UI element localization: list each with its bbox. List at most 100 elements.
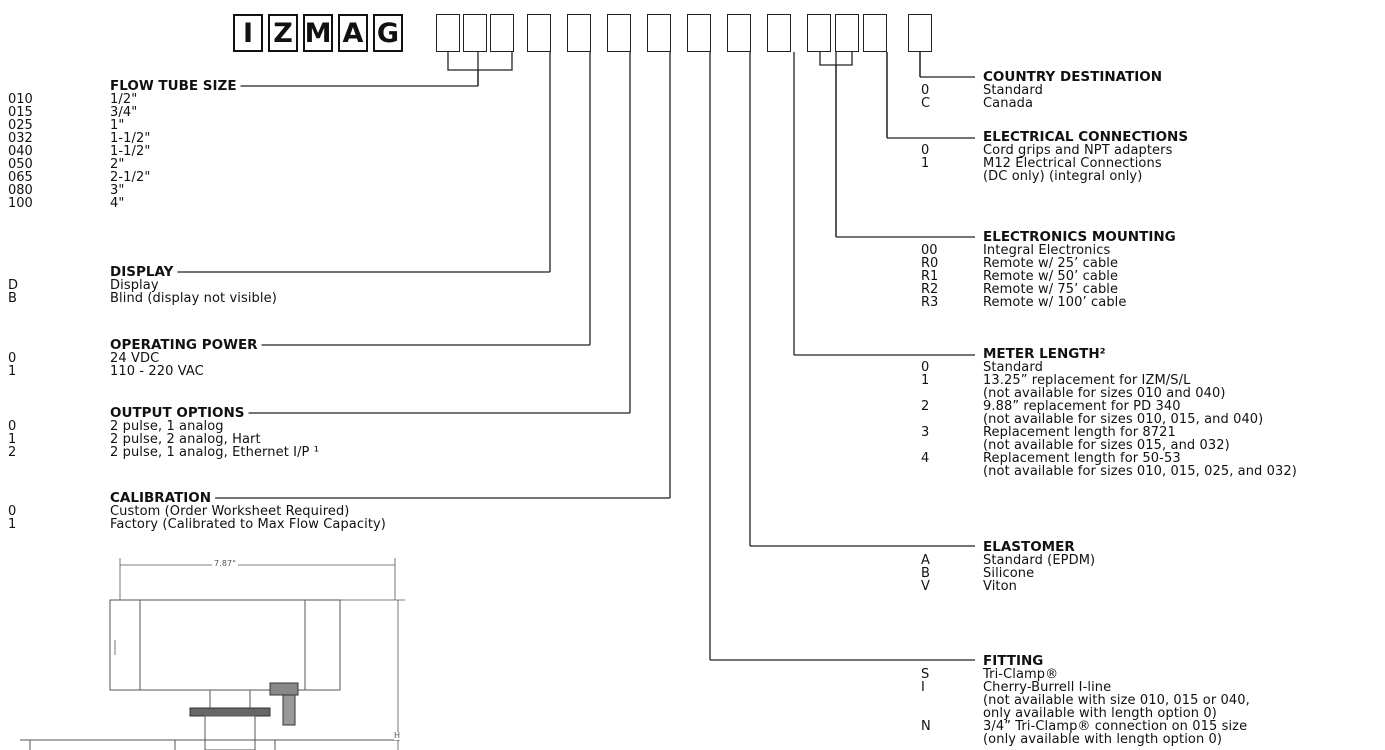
option-code: 080 [8,183,33,198]
section-title-elastomer: ELASTOMER [983,539,1075,555]
code-box [567,14,591,52]
option-description: only available with length option 0) [983,706,1217,721]
option-description: M12 Electrical Connections [983,156,1162,171]
height-dimension-label: H [394,731,401,740]
option-description: Tri-Clamp® [983,667,1059,682]
option-description: Remote w/ 25’ cable [983,256,1119,271]
option-code: 015 [8,105,33,120]
option-code: 010 [8,92,33,107]
option-description: 9.88” replacement for PD 340 [983,399,1181,414]
code-box [767,14,791,52]
option-description: Silicone [983,566,1035,581]
section-title-calibration: CALIBRATION [110,490,212,506]
option-description: 2 pulse, 1 analog [110,419,224,434]
option-description: 2 pulse, 1 analog, Ethernet I/P ¹ [110,445,320,460]
section-title-output-options: OUTPUT OPTIONS [110,405,245,421]
option-description: Remote w/ 50’ cable [983,269,1119,284]
option-code: 00 [921,243,938,258]
cable-gland [269,682,299,696]
option-code: 1 [8,517,17,532]
cable-connector [282,694,296,726]
logo-letter-box: G [373,14,403,52]
option-code: 4 [921,451,930,466]
option-description: (not available for sizes 010, 015, 025, … [983,464,1297,479]
option-code: 2 [8,445,17,460]
option-description: Standard [983,360,1043,375]
option-description: Factory (Calibrated to Max Flow Capacity… [110,517,386,532]
code-box [527,14,551,52]
option-description: Cord grips and NPT adapters [983,143,1173,158]
option-description: Replacement length for 8721 [983,425,1176,440]
option-description: Blind (display not visible) [110,291,277,306]
section-title-flow-tube-size: FLOW TUBE SIZE [110,78,237,94]
option-description: Standard (EPDM) [983,553,1096,568]
option-description: Viton [983,579,1018,594]
option-code: D [8,278,19,293]
option-code: 3 [921,425,930,440]
code-box [436,14,460,52]
option-code: 040 [8,144,33,159]
option-description: 110 - 220 VAC [110,364,204,379]
option-code: 0 [921,360,930,375]
option-description: 3/4" [110,105,138,120]
width-dimension-label: 7.87" [212,559,238,568]
option-description: 3/4” Tri-Clamp® connection on 015 size [983,719,1248,734]
option-description: Cherry-Burrell I-line [983,680,1112,695]
code-box [607,14,631,52]
option-description: 4" [110,196,125,211]
option-code: 032 [8,131,33,146]
option-description: 1-1/2" [110,131,151,146]
option-description: 3" [110,183,125,198]
code-box [490,14,514,52]
option-code: 1 [8,364,17,379]
section-title-display: DISPLAY [110,264,174,280]
section-title-electrical-connections: ELECTRICAL CONNECTIONS [983,129,1189,145]
option-code: 065 [8,170,33,185]
section-title-country-destination: COUNTRY DESTINATION [983,69,1163,85]
flow-tube-neck [204,715,256,750]
option-description: 2 pulse, 2 analog, Hart [110,432,261,447]
option-code: R3 [921,295,939,310]
code-box [727,14,751,52]
option-code: N [921,719,931,734]
option-description: 2" [110,157,125,172]
option-code: 050 [8,157,33,172]
option-code: 2 [921,399,930,414]
option-description: (not available for sizes 015, and 032) [983,438,1230,453]
code-box [835,14,859,52]
option-description: Standard [983,83,1043,98]
option-description: (not available for sizes 010, 015, and 0… [983,412,1264,427]
code-box [647,14,671,52]
logo-letter-box: Z [268,14,298,52]
logo-letter-box: A [338,14,368,52]
option-description: Remote w/ 100’ cable [983,295,1127,310]
option-code: 0 [8,504,17,519]
option-code: S [921,667,930,682]
option-code: 0 [8,351,17,366]
option-code: R2 [921,282,939,297]
option-description: Remote w/ 75’ cable [983,282,1119,297]
option-code: 1 [8,432,17,447]
option-description: Custom (Order Worksheet Required) [110,504,350,519]
mounting-flange [189,707,271,717]
housing-neck [209,689,251,711]
option-description: 13.25” replacement for IZM/S/L [983,373,1191,388]
option-description: (DC only) (integral only) [983,169,1143,184]
option-code: B [8,291,17,306]
section-title-electronics-mounting: ELECTRONICS MOUNTING [983,229,1176,245]
option-description: 1-1/2" [110,144,151,159]
section-title-meter-length: METER LENGTH² [983,346,1106,362]
option-code: B [921,566,930,581]
option-description: Display [110,278,159,293]
option-code: 100 [8,196,33,211]
option-code: 1 [921,373,930,388]
option-code: 0 [921,143,930,158]
option-description: 1/2" [110,92,138,107]
option-description: 1" [110,118,125,133]
option-code: R1 [921,269,939,284]
option-description: (not available with size 010, 015 or 040… [983,693,1250,708]
option-description: Replacement length for 50-53 [983,451,1181,466]
option-code: A [921,553,930,568]
